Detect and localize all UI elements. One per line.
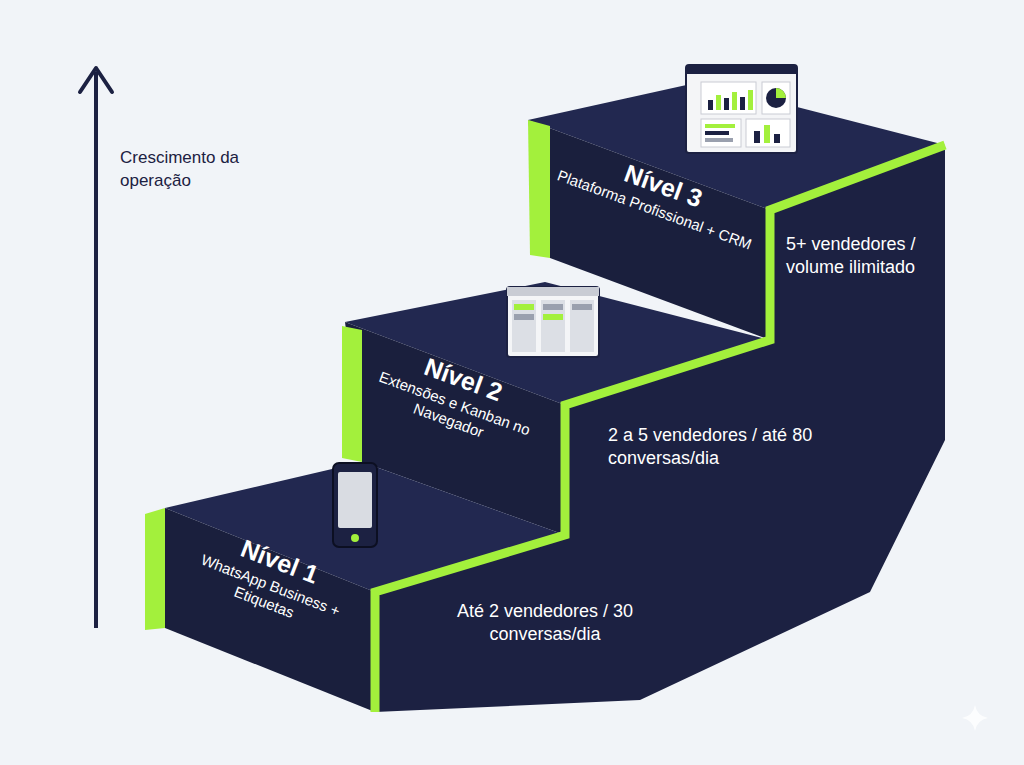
capacity-note: 2 a 5 vendedores / até 80 conversas/dia (608, 424, 848, 470)
step-level: Nível 1WhatsApp Business + Etiquetas (163, 510, 383, 649)
phone-icon (333, 463, 377, 547)
axis-label: Crescimento da operação (120, 146, 280, 192)
growth-axis (94, 72, 98, 628)
axis-arrowhead (80, 68, 112, 92)
capacity-note: Até 2 vendedores / 30 conversas/dia (430, 600, 660, 646)
capacity-note: 5+ vendedores / volume ilimitado (786, 233, 946, 279)
step-edge (528, 120, 550, 258)
step-level: Nível 2Extensões e Kanban no Navegador (347, 329, 568, 465)
dashboard-icon (686, 65, 797, 153)
step-edge (145, 508, 165, 630)
step-edge (342, 326, 362, 462)
step-level: Nível 3Plataforma Profissional + CRM (543, 132, 776, 258)
sparkle-mark (962, 705, 988, 731)
kanban-icon (507, 287, 599, 357)
